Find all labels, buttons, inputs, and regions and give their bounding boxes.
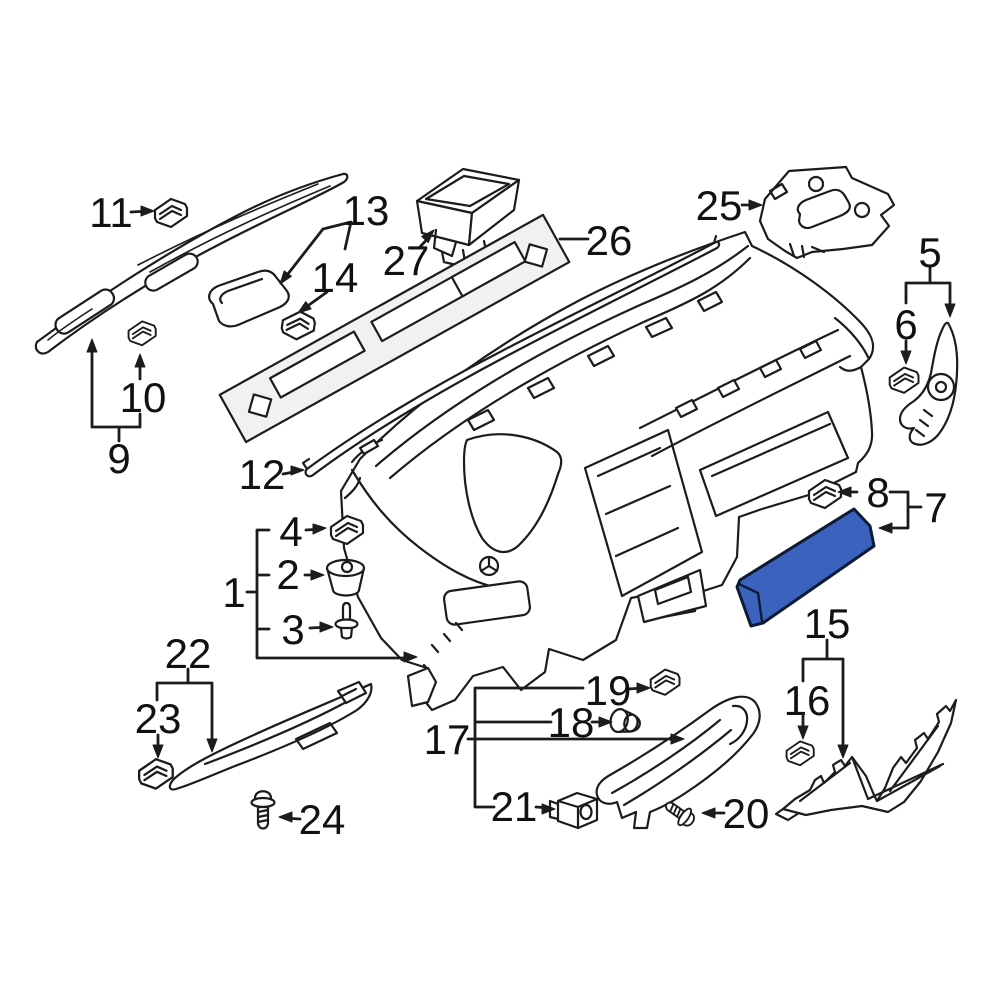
callout-16: 16 <box>784 677 831 724</box>
callout-22: 22 <box>165 630 212 677</box>
callout-arrowheads <box>86 199 956 823</box>
trim-strip-12 <box>301 234 721 478</box>
callout-10: 10 <box>120 374 167 421</box>
callout-1: 1 <box>222 569 245 616</box>
callout-3: 3 <box>281 606 304 653</box>
highlighted-part-7[interactable] <box>735 507 876 628</box>
clip-19-icon <box>649 668 681 696</box>
callout-18: 18 <box>548 699 595 746</box>
callout-25: 25 <box>696 182 743 229</box>
callout-4: 4 <box>279 508 302 555</box>
callout-6: 6 <box>894 301 917 348</box>
clip-10-icon <box>127 320 157 347</box>
pad-13 <box>208 269 290 328</box>
clip-11-icon <box>153 197 189 229</box>
console-trim-17 <box>595 695 761 830</box>
callout-27: 27 <box>383 237 430 284</box>
callout-14: 14 <box>312 254 359 301</box>
defroster-grille-26 <box>218 213 571 444</box>
mounting-bracket-25 <box>758 165 896 260</box>
callout-19: 19 <box>585 667 632 714</box>
grommet-2-icon <box>325 558 366 597</box>
demister-panel-5 <box>898 321 959 446</box>
screw-3-icon <box>334 601 359 640</box>
airbag-module-27 <box>415 167 521 268</box>
defroster-side-trim <box>34 172 349 355</box>
clip-14-icon <box>279 308 318 343</box>
instrument-panel-main <box>339 230 875 712</box>
callout-9: 9 <box>107 435 130 482</box>
callout-11: 11 <box>89 189 133 236</box>
callout-8: 8 <box>866 469 889 516</box>
clip-16-icon <box>785 740 815 767</box>
callout-13: 13 <box>343 187 390 234</box>
callout-7: 7 <box>924 484 947 531</box>
finish-panel-15 <box>774 698 958 822</box>
callout-2: 2 <box>276 551 299 598</box>
grommet-18-icon <box>609 708 641 734</box>
callout-12: 12 <box>239 451 286 498</box>
callout-5: 5 <box>918 229 941 276</box>
finish-panel-22 <box>168 680 373 791</box>
callout-26: 26 <box>586 217 633 264</box>
line-art: 1 2 3 4 5 6 7 8 9 10 11 12 13 14 15 16 1… <box>34 165 959 843</box>
callout-23: 23 <box>135 695 182 742</box>
clip-23-icon <box>137 758 174 790</box>
callout-labels: 1 2 3 4 5 6 7 8 9 10 11 12 13 14 15 16 1… <box>89 182 947 843</box>
callout-15: 15 <box>804 600 851 647</box>
screw-24-icon <box>250 790 276 830</box>
callout-24: 24 <box>299 796 346 843</box>
callout-20: 20 <box>723 790 770 837</box>
clip-21-icon <box>548 791 599 830</box>
clip-6-icon <box>888 366 920 394</box>
callout-17: 17 <box>424 716 471 763</box>
callout-21: 21 <box>491 783 538 830</box>
